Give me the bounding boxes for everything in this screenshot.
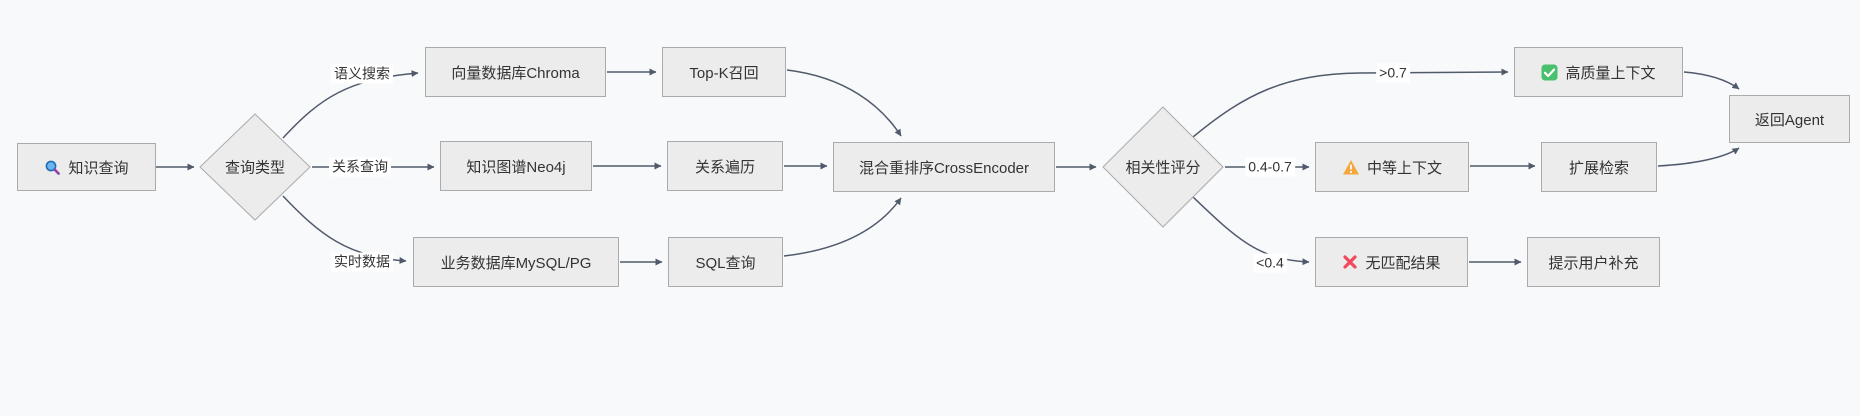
node-biz-db: 业务数据库MySQL/PG	[413, 237, 619, 287]
node-label: 返回Agent	[1754, 111, 1825, 129]
edge-relevance-to-highquality	[1192, 68, 1509, 138]
node-query-type: 查询类型	[199, 113, 311, 221]
edge-label-score-low: <0.4	[1253, 253, 1287, 273]
search-icon	[44, 159, 61, 176]
node-label: 知识查询	[68, 159, 129, 177]
node-label: 查询类型	[224, 159, 286, 177]
node-relevance-score: 相关性评分	[1102, 106, 1224, 228]
edge-sql-to-rerank	[783, 197, 902, 257]
edge-label-realtime-data: 实时数据	[331, 252, 393, 272]
edge-highquality-to-agent	[1683, 71, 1740, 90]
node-relation-traversal: 关系遍历	[667, 141, 783, 191]
node-kg-neo4j: 知识图谱Neo4j	[440, 141, 592, 191]
edge-label-score-high: >0.7	[1376, 63, 1410, 83]
node-label: 混合重排序CrossEncoder	[858, 159, 1030, 177]
node-label: 关系遍历	[694, 158, 755, 176]
edge-relevance-to-nomatch	[1192, 196, 1310, 266]
node-label: 业务数据库MySQL/PG	[440, 254, 592, 272]
node-label: 扩展检索	[1568, 159, 1629, 177]
node-sql-query: SQL查询	[668, 237, 783, 287]
node-return-agent: 返回Agent	[1729, 95, 1850, 143]
node-no-match: 无匹配结果	[1315, 237, 1468, 287]
cross-icon	[1342, 254, 1358, 270]
node-label: 向量数据库Chroma	[451, 64, 580, 82]
node-label: 无匹配结果	[1365, 254, 1441, 272]
node-rerank: 混合重排序CrossEncoder	[833, 142, 1055, 192]
edge-label-relation-query: 关系查询	[329, 157, 391, 177]
node-extend-retrieval: 扩展检索	[1541, 142, 1657, 192]
check-icon	[1541, 64, 1558, 81]
edge-extend-to-agent	[1657, 147, 1740, 167]
node-label: SQL查询	[695, 254, 756, 272]
node-vector-db: 向量数据库Chroma	[425, 47, 606, 97]
node-prompt-user: 提示用户补充	[1527, 237, 1660, 287]
node-high-quality-context: 高质量上下文	[1514, 47, 1683, 97]
edge-topk-to-rerank	[786, 69, 902, 137]
edge-querytype-to-vectordb	[282, 70, 419, 139]
node-label: 知识图谱Neo4j	[466, 158, 566, 176]
node-label: Top-K召回	[689, 64, 759, 82]
warning-icon	[1342, 159, 1360, 176]
node-label: 相关性评分	[1125, 159, 1201, 177]
edge-label-score-mid: 0.4-0.7	[1245, 157, 1295, 177]
node-medium-context: 中等上下文	[1315, 142, 1469, 192]
node-knowledge-query: 知识查询	[17, 143, 156, 191]
edge-label-semantic-search: 语义搜索	[331, 64, 393, 84]
node-label: 提示用户补充	[1548, 254, 1639, 272]
node-label: 高质量上下文	[1565, 64, 1656, 82]
node-topk-recall: Top-K召回	[662, 47, 786, 97]
node-label: 中等上下文	[1366, 159, 1442, 177]
